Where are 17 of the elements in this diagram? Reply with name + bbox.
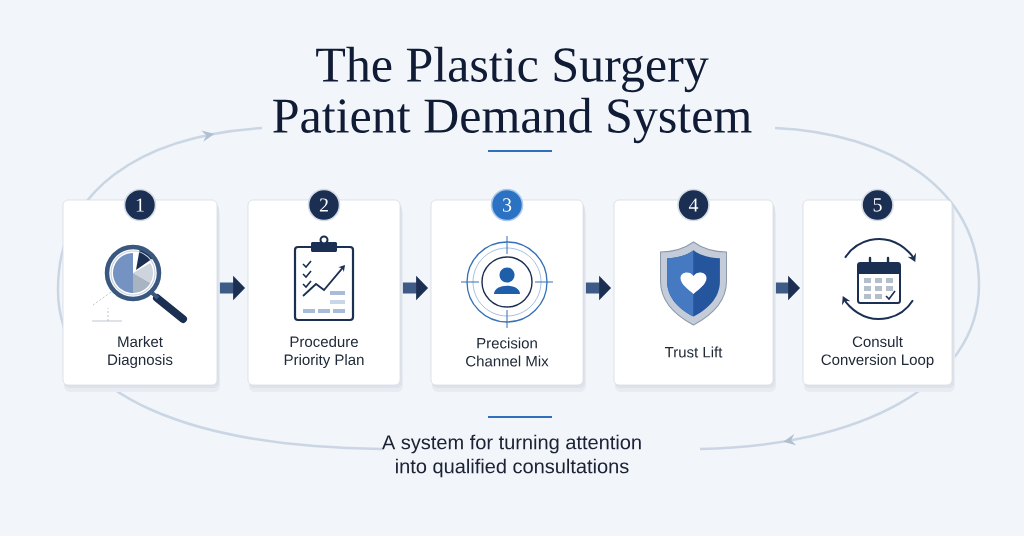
- number-badge: 4: [677, 188, 710, 222]
- step-label: Trust Lift: [664, 346, 723, 358]
- title: The Plastic Surgery Patient Demand System: [273, 46, 752, 144]
- step-card: [62, 188, 220, 392]
- number-badge: 2: [307, 188, 341, 222]
- step-card: [613, 188, 776, 392]
- number-badge: 3: [490, 188, 524, 222]
- number-badge: 1: [123, 188, 157, 222]
- step-label: Consult Conversion Loop: [821, 336, 934, 368]
- number-badge: 5: [861, 188, 894, 222]
- caption: A system for turning attention into qualified consultations: [381, 434, 641, 478]
- step-label: Market Diagnosis: [108, 336, 173, 368]
- step-card: [802, 188, 955, 392]
- step-card: [430, 188, 586, 392]
- step-label: Procedure Priority Plan: [284, 336, 364, 368]
- step-label: Precision Channel Mix: [466, 337, 549, 367]
- step-card: [247, 188, 403, 392]
